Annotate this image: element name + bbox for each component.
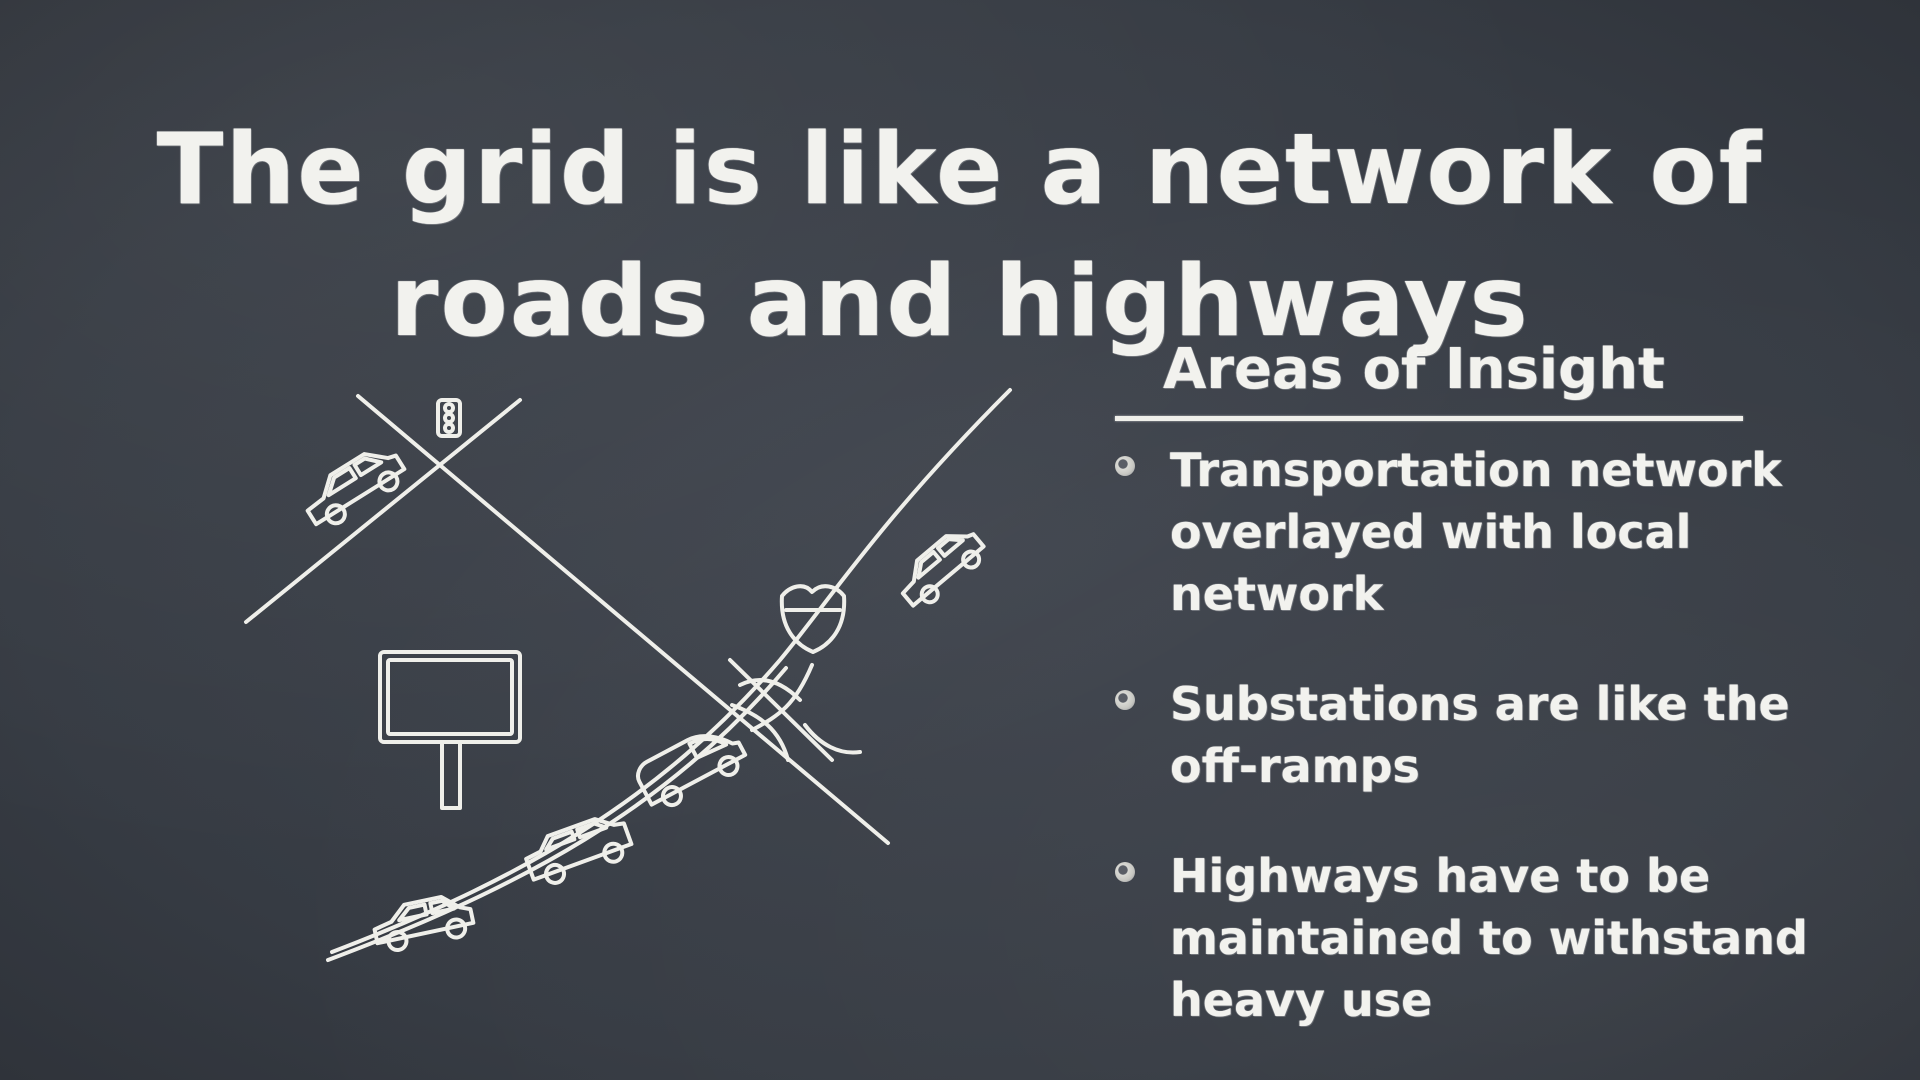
suv-icon: [524, 817, 634, 885]
title-line-2: roads and highways: [390, 244, 1530, 359]
highway-line: [330, 388, 1012, 954]
local-road-line: [356, 394, 890, 845]
bullet-dot-icon: [1115, 690, 1135, 710]
title-line-1: The grid is like a network of: [156, 112, 1764, 227]
list-item: Highways have to be maintained to withst…: [1115, 845, 1895, 1031]
billboard-icon: [378, 650, 522, 810]
highway-line: [326, 666, 788, 962]
car-icon: [372, 894, 476, 953]
bullet-dot-icon: [1115, 862, 1135, 882]
interchange-icon: [728, 658, 862, 762]
traffic-light-icon: [436, 398, 462, 438]
insight-list: Transportation network overlayed with lo…: [1115, 439, 1895, 1031]
slide-title: The grid is like a network of roads and …: [60, 104, 1860, 368]
insight-heading: Areas of Insight: [1163, 337, 1665, 402]
van-icon: [636, 734, 748, 808]
car-icon: [305, 452, 407, 527]
local-road-line: [244, 398, 522, 624]
list-item: Transportation network overlayed with lo…: [1115, 439, 1895, 625]
bullet-text: Highways have to be maintained to withst…: [1170, 849, 1808, 1027]
bullet-text: Substations are like the off-ramps: [1170, 677, 1790, 793]
bullet-text: Transportation network overlayed with lo…: [1170, 443, 1782, 621]
road-network-illustration: [244, 388, 1012, 962]
bullet-dot-icon: [1115, 456, 1135, 476]
highway-shield-icon: [779, 584, 847, 654]
list-item: Substations are like the off-ramps: [1115, 673, 1895, 797]
insight-panel: Areas of Insight Transportation network …: [1115, 330, 1895, 1079]
car-icon: [900, 532, 986, 608]
heading-underline: [1115, 416, 1743, 421]
